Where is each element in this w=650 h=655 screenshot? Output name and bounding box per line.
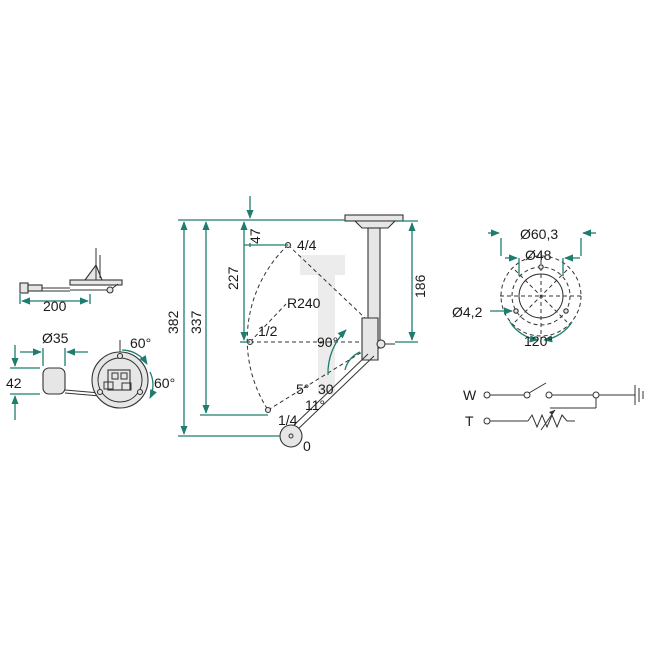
terminal-2 bbox=[120, 372, 128, 380]
head-flange bbox=[344, 214, 404, 222]
mount-hole-1 bbox=[116, 352, 124, 360]
label-5-deg: 5° bbox=[296, 381, 309, 397]
line-pos-4-4 bbox=[287, 244, 366, 319]
float-main bbox=[279, 424, 303, 448]
float-arm-2 bbox=[64, 392, 101, 397]
background-watermark-shape bbox=[300, 255, 345, 395]
dimension-d4-2: Ø4,2 bbox=[452, 304, 513, 320]
dimension-d60-3: Ø60,3 bbox=[488, 226, 596, 256]
dimension-d48: Ø48 bbox=[505, 247, 580, 276]
label-1-4: 1/4 bbox=[278, 412, 298, 428]
angle-120: 120° bbox=[509, 321, 573, 349]
dimension-label-d48: Ø48 bbox=[525, 247, 552, 263]
dimension-186: 186 bbox=[395, 220, 428, 343]
sender-assembly bbox=[279, 214, 404, 448]
switch-blade bbox=[528, 382, 547, 394]
sender-side-view bbox=[19, 248, 123, 294]
angle-label-60-side: 60° bbox=[154, 375, 175, 391]
head-cap bbox=[353, 220, 397, 229]
dimension-label-186: 186 bbox=[412, 274, 428, 298]
bolt-hole-2 bbox=[563, 308, 569, 314]
dimension-47: 47 bbox=[244, 196, 288, 247]
float-arm bbox=[64, 389, 101, 394]
float-arm-main bbox=[294, 355, 375, 433]
switch-node-a bbox=[523, 391, 531, 399]
dimension-label-200: 200 bbox=[43, 298, 67, 314]
line-pos-1-4 bbox=[267, 351, 363, 411]
label-r240: R240 bbox=[287, 295, 321, 311]
angle-label-60-top: 60° bbox=[130, 335, 151, 351]
label-1-2: 1/2 bbox=[258, 323, 278, 339]
dimension-label-d4-2: Ø4,2 bbox=[452, 304, 483, 320]
position-labels: 4/4 1/2 1/4 0 R240 90° 5° 30 11° bbox=[258, 237, 338, 454]
radius-arrow bbox=[249, 303, 287, 343]
arc-path bbox=[246, 244, 289, 411]
bolt-hole-3 bbox=[513, 308, 519, 314]
dimension-227: 227 bbox=[225, 221, 250, 343]
pivot-bracket bbox=[361, 317, 379, 361]
angle-label-120: 120° bbox=[524, 333, 553, 349]
mount-hole-2 bbox=[136, 388, 144, 396]
dimension-label-337: 337 bbox=[188, 310, 204, 334]
dimension-label-382: 382 bbox=[165, 310, 181, 334]
flange-top-view bbox=[91, 340, 149, 409]
terminal-1 bbox=[111, 372, 119, 380]
connector-plug bbox=[19, 282, 29, 294]
switch-node-b bbox=[545, 391, 553, 399]
junction-node bbox=[592, 391, 600, 399]
float-arm-main-2 bbox=[290, 353, 369, 429]
terminal-label-w: W bbox=[463, 387, 477, 403]
terminal-t-node bbox=[483, 417, 491, 425]
label-90-deg: 90° bbox=[317, 334, 338, 350]
terminal-3 bbox=[103, 381, 114, 390]
dimension-200: 200 bbox=[19, 294, 91, 314]
label-11-deg: 11° bbox=[305, 397, 325, 413]
dimension-42: 42 bbox=[6, 345, 40, 420]
connector-sleeve bbox=[27, 284, 43, 292]
center-line-d2 bbox=[514, 269, 568, 323]
resistor bbox=[527, 413, 568, 429]
float-view bbox=[42, 367, 101, 397]
label-0: 0 bbox=[303, 438, 311, 454]
angle-60-marks: 60° 60° bbox=[121, 335, 175, 399]
float-center bbox=[288, 433, 294, 439]
terminal-w-node bbox=[483, 391, 491, 399]
dimension-label-42: 42 bbox=[6, 375, 22, 391]
terminal-4 bbox=[121, 382, 132, 391]
bolt-circle-view bbox=[500, 253, 582, 339]
pivot-nut bbox=[376, 339, 386, 349]
pos-point-1-4 bbox=[264, 406, 272, 414]
dimension-35: Ø35 bbox=[20, 330, 88, 366]
mount-hole-3 bbox=[96, 388, 104, 396]
bolt-hole-1 bbox=[538, 264, 544, 270]
terminal-label-t: T bbox=[465, 413, 474, 429]
terminal-screw bbox=[106, 286, 114, 294]
dimension-label-227: 227 bbox=[225, 266, 241, 290]
dimension-382: 382 bbox=[165, 219, 345, 437]
mounting-flange bbox=[69, 279, 123, 286]
wiring-schematic: W T bbox=[463, 382, 644, 431]
dimension-label-d60-3: Ø60,3 bbox=[520, 226, 558, 242]
flange-cap bbox=[83, 263, 103, 281]
dimension-label-47: 47 bbox=[247, 228, 263, 244]
dimension-337: 337 bbox=[188, 221, 268, 416]
label-4-4: 4/4 bbox=[297, 237, 317, 253]
dimension-label-d35: Ø35 bbox=[42, 330, 69, 346]
label-30: 30 bbox=[318, 381, 334, 397]
float-body bbox=[42, 367, 66, 395]
wiper-arrow-head bbox=[549, 410, 555, 415]
